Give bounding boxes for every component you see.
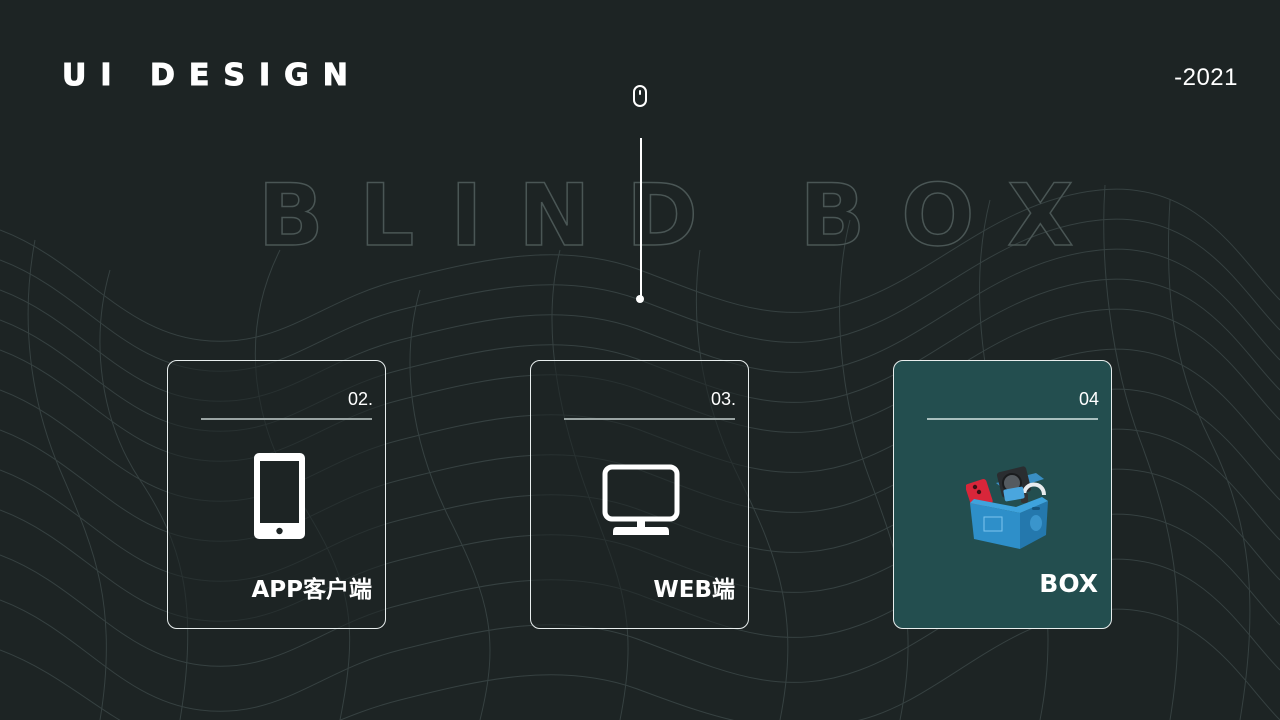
card-web[interactable]: 03. WEB端 [530, 360, 749, 629]
year-label: -2021 [1174, 64, 1238, 91]
monitor-icon [602, 464, 680, 535]
card-box[interactable]: 04 BOX [893, 360, 1112, 629]
card-number: 02. [347, 389, 373, 409]
brand-title: UI DESIGN [62, 58, 362, 94]
blind-box-image [966, 466, 1048, 549]
smartphone-icon [254, 453, 305, 539]
card-number: 03. [710, 389, 736, 409]
card-divider [201, 418, 372, 420]
card-number: 04 [1078, 389, 1099, 409]
card-divider [564, 418, 735, 420]
scroll-indicator-line [640, 138, 642, 298]
mouse-icon [633, 85, 647, 107]
card-label: WEB端 [653, 577, 735, 603]
card-app-client[interactable]: 02. APP客户端 [167, 360, 386, 629]
background-outline-title: BLIND BOX [257, 166, 1110, 266]
scroll-indicator-dot [636, 295, 644, 303]
card-label: BOX [1039, 569, 1098, 598]
card-label: APP客户端 [251, 577, 372, 603]
card-divider [927, 418, 1098, 420]
